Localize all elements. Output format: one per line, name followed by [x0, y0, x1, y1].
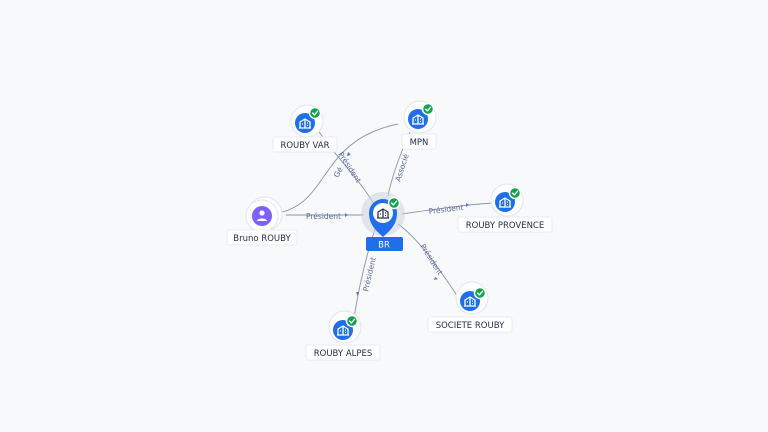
edge-label-bruno-rouby-var: Gé	[332, 165, 345, 179]
node-center-br[interactable]: BR	[361, 192, 405, 251]
edge-label-center-rouby-alpes: Président	[361, 256, 378, 292]
node-rouby-alpes[interactable]: ROUBY ALPES	[305, 310, 381, 361]
arrow-rouby-alpes	[356, 292, 359, 296]
arrow-bruno-center	[345, 213, 348, 217]
node-mpn[interactable]: MPN	[401, 100, 437, 150]
center-badge	[366, 237, 403, 251]
edge-label-center-rouby-provence: Président	[428, 203, 464, 216]
arrow-rouby-provence	[466, 203, 469, 207]
center-badge-label: BR	[378, 241, 390, 251]
node-rouby-provence[interactable]: ROUBY PROVENCE	[457, 183, 553, 233]
person-icon	[256, 210, 268, 221]
edge-label-center-societe-rouby: Président	[418, 242, 444, 276]
edge-center-societe-rouby	[397, 223, 461, 301]
node-societe-rouby[interactable]: SOCIETE ROUBY	[427, 281, 513, 333]
verified-check-icon	[387, 196, 401, 210]
edge-center-rouby-var	[317, 129, 375, 205]
node-label: Bruno ROUBY	[233, 234, 291, 244]
person-circle	[252, 206, 272, 226]
verified-check-icon	[473, 286, 487, 300]
edge-label-bruno-center: Président	[306, 212, 341, 221]
edge-bruno-rouby-var	[281, 123, 399, 213]
node-bruno-rouby[interactable]: Bruno ROUBY	[226, 196, 298, 246]
node-label: MPN	[410, 138, 429, 148]
arrow-rouby-var	[347, 152, 351, 156]
edge-center-rouby-provence	[401, 202, 495, 215]
verified-check-icon	[508, 186, 522, 200]
arrow-societe-rouby	[434, 277, 438, 280]
node-rouby-var[interactable]: ROUBY VAR	[272, 104, 338, 153]
node-label: SOCIETE ROUBY	[436, 321, 505, 331]
node-label: ROUBY VAR	[280, 141, 329, 151]
verified-check-icon	[421, 102, 435, 116]
node-label: ROUBY ALPES	[314, 349, 373, 359]
node-label: ROUBY PROVENCE	[466, 221, 545, 231]
verified-check-icon	[308, 106, 322, 120]
verified-check-icon	[345, 314, 359, 328]
building-icon	[377, 208, 389, 219]
